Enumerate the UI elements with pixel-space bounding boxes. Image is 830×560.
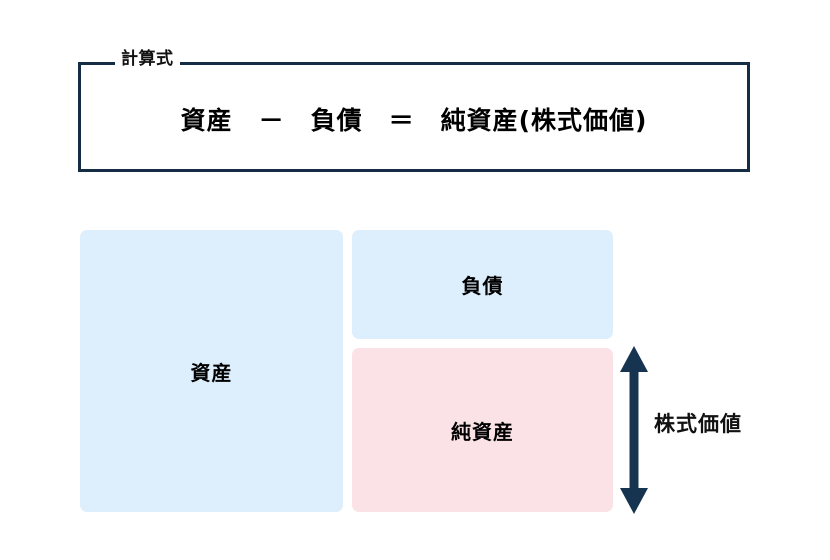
block-equity-label: 純資産: [451, 419, 514, 444]
formula-panel-legend: 計算式: [115, 51, 180, 68]
block-liabilities-label: 負債: [461, 274, 504, 298]
block-assets: 資産: [80, 230, 343, 512]
equity-range-label: 株式価値: [654, 412, 742, 436]
double-headed-arrow-icon: [620, 346, 648, 514]
block-assets-label: 資産: [190, 360, 233, 385]
equity-range-arrow: [618, 344, 650, 516]
formula-panel: 計算式 資産 － 負債 ＝ 純資産(株式価値): [78, 51, 750, 172]
block-equity: 純資産: [352, 348, 613, 512]
block-liabilities: 負債: [352, 230, 613, 339]
formula-expression: 資産 － 負債 ＝ 純資産(株式価値): [180, 106, 648, 135]
